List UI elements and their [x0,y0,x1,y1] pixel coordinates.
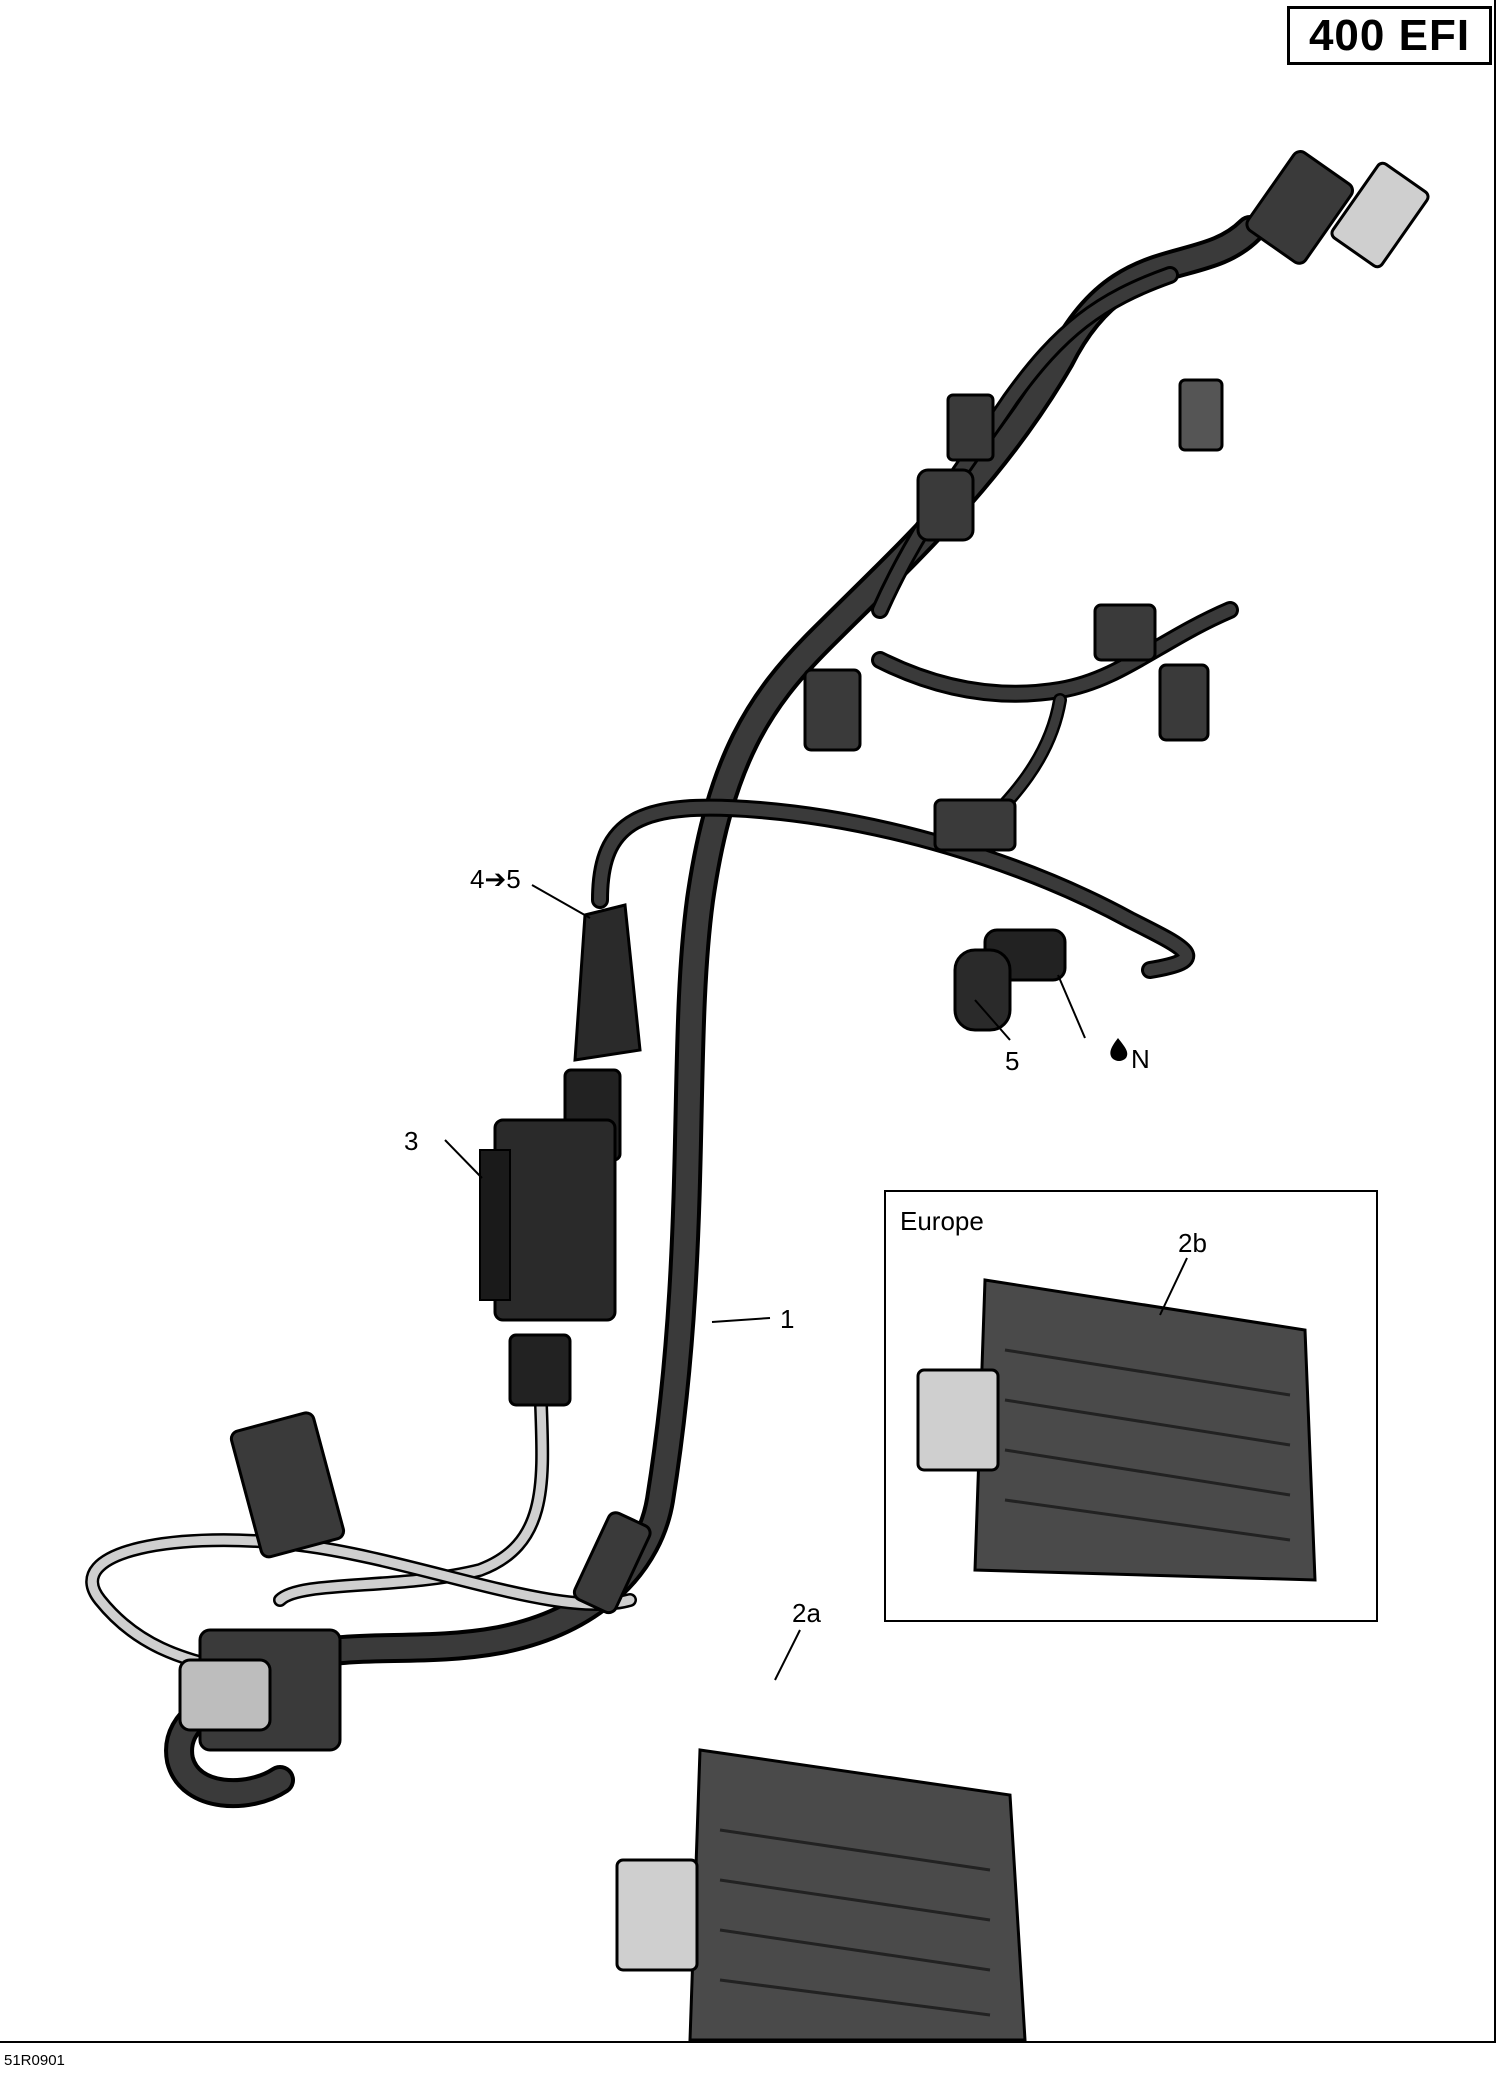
callout-ecm-europe: 2b [1178,1228,1207,1258]
inset-label: Europe [900,1206,984,1236]
main-harness [85,215,1265,1809]
illustration-code: 51R0901 [4,2052,65,2069]
europe-inset: Europe [884,1190,1378,1622]
callout-ecm-standard: 2a [792,1598,821,1628]
top-connectors [803,150,1430,852]
callout-harness: 1 [780,1304,795,1334]
callout-torque-note: N [1131,1044,1150,1074]
fluid-drop-icon [1110,1038,1128,1061]
ecm-2a [615,1748,1027,2042]
fuse-box-3 [479,1068,622,1407]
lower-connectors [178,1411,652,1752]
sensor-5 [953,928,1067,1032]
callout-sensor: 5 [1005,1046,1020,1076]
model-title: 400 EFI [1287,6,1492,65]
ecm-2b [916,1278,1317,1582]
callout-adapter: 4➔5 [470,864,521,894]
callout-fuse-box: 3 [404,1126,419,1156]
adapter-connector [573,903,642,1062]
leader-lines [444,884,1188,1681]
